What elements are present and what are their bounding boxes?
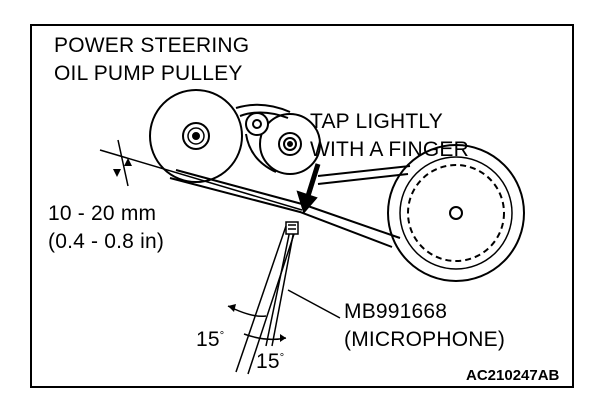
angle-left-degree: ° <box>219 330 225 342</box>
angle-right-label: 15° <box>256 350 284 374</box>
crankshaft-pulley <box>387 144 525 282</box>
deflection-label-line1: 10 - 20 mm <box>48 202 157 225</box>
angle-left-label: 15° <box>196 328 224 352</box>
oil-pump-pulley <box>149 89 243 183</box>
tool-label-line2: (MICROPHONE) <box>344 328 506 351</box>
microphone-tool <box>235 221 299 375</box>
angle-arcs <box>227 304 287 342</box>
angle-right-degree: ° <box>279 352 285 364</box>
deflection-dimension <box>113 139 132 187</box>
deflection-label-line2: (0.4 - 0.8 in) <box>48 230 165 253</box>
tap-label-line1: TAP LIGHTLY <box>310 110 443 133</box>
tap-label-line2: WITH A FINGER <box>310 138 469 161</box>
idler-pulley <box>259 113 321 175</box>
tool-leader-line <box>287 289 341 319</box>
pulley-label-line2: OIL PUMP PULLEY <box>54 62 243 85</box>
figure-code: AC210247AB <box>466 367 560 384</box>
tool-label-line1: MB991668 <box>344 300 448 323</box>
angle-right-value: 15 <box>256 350 280 373</box>
tensioner-pulley <box>245 112 269 136</box>
angle-left-value: 15 <box>196 328 220 351</box>
tap-arrow <box>296 163 321 215</box>
pulley-label-line1: POWER STEERING <box>54 34 250 57</box>
reference-line <box>99 149 303 211</box>
